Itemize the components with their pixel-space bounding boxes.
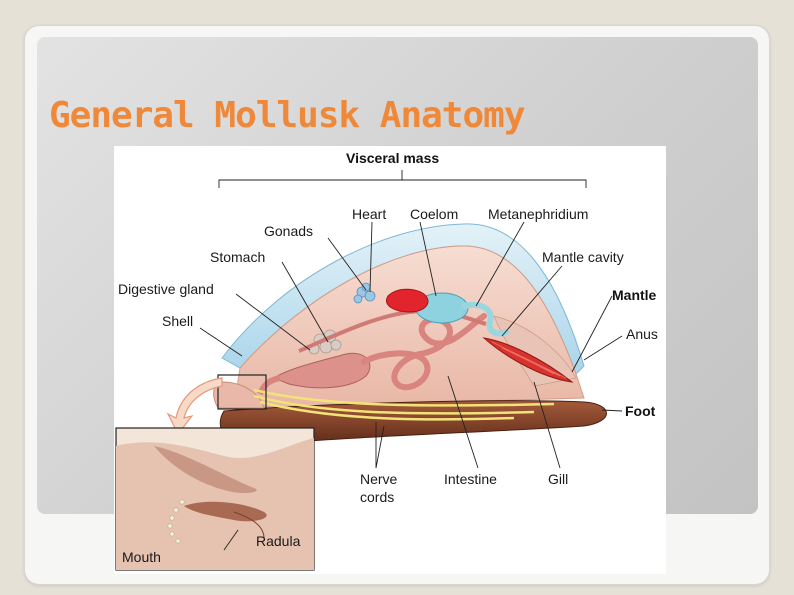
label-gill: Gill [548,471,568,487]
nerve-cords [253,388,555,421]
anatomy-diagram: Visceral mass Heart Coelom Metanephridiu… [115,150,658,571]
stomach-shape [272,352,371,389]
label-nerve-cords-line2: cords [360,489,394,505]
visceral-mass-bracket [218,170,587,188]
label-metanephridium: Metanephridium [488,206,588,222]
label-digestive-gland: Digestive gland [118,281,214,297]
mantle-cavity-shape [493,315,577,387]
label-visceral-mass: Visceral mass [346,150,439,166]
mouth-inset-panel [115,427,315,571]
label-heart: Heart [352,206,386,222]
label-nerve-cords-line1: Nerve [360,471,398,487]
metanephridium-shape [461,302,509,337]
leader-lines [199,221,623,551]
gonads [353,282,376,304]
slide-title: General Mollusk Anatomy [49,95,525,136]
heart-shape [386,288,429,313]
label-mantle-cavity: Mantle cavity [542,249,624,265]
gill [482,337,574,383]
label-radula: Radula [256,533,301,549]
zoom-arrow [166,377,223,436]
label-coelom: Coelom [410,206,458,222]
mollusk-anatomy-figure: Visceral mass Heart Coelom Metanephridiu… [114,146,666,574]
label-anus: Anus [626,326,658,342]
label-intestine: Intestine [444,471,497,487]
label-shell: Shell [162,313,193,329]
label-foot: Foot [625,403,656,419]
mouth-inset-marker [217,374,267,410]
label-mouth: Mouth [122,549,161,565]
label-gonads: Gonads [264,223,313,239]
label-mantle: Mantle [612,287,657,303]
intestine-shape [361,313,487,391]
label-stomach: Stomach [210,249,265,265]
digestive-gland [308,329,342,355]
